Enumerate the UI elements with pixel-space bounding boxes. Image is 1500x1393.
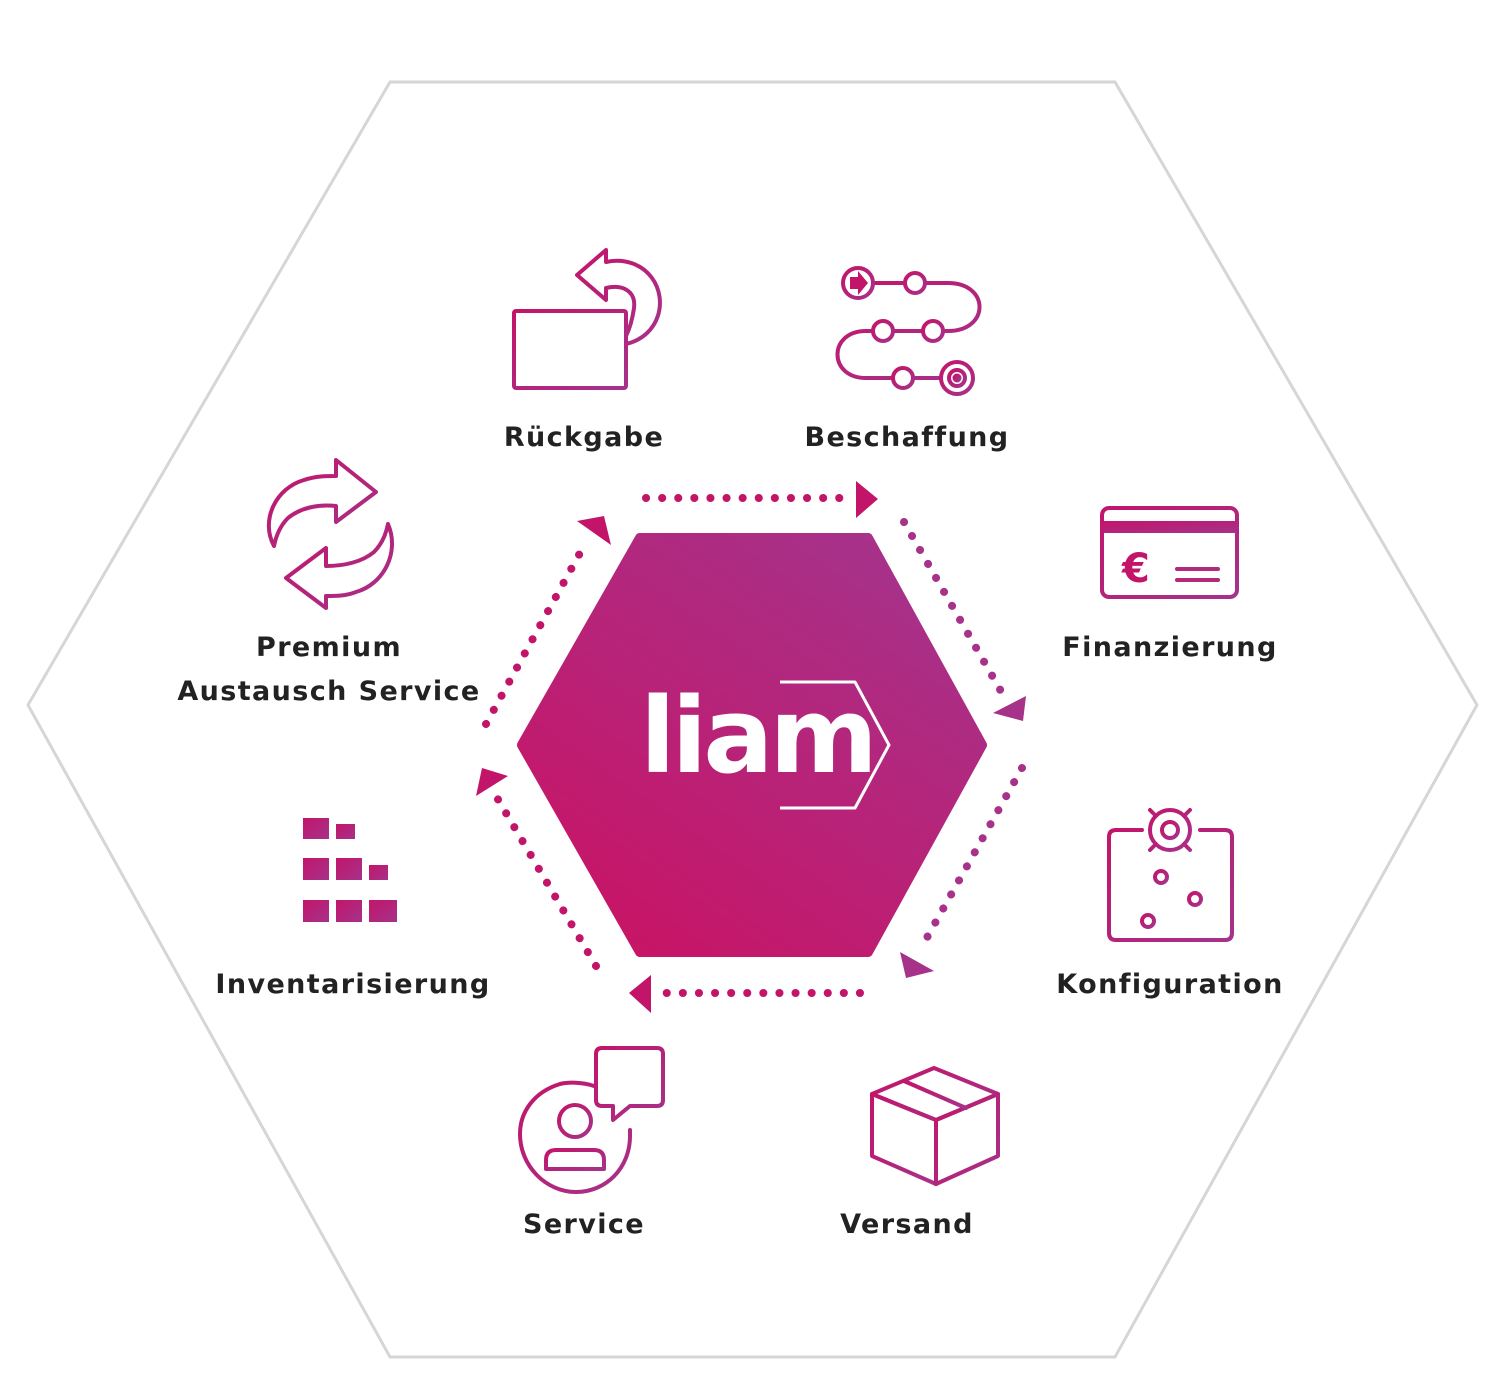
arrow-head-upper-left (577, 516, 611, 545)
arrow-heads (476, 481, 1026, 1013)
shipping-box-icon (800, 1066, 1000, 1186)
euro-card-icon: € (1100, 506, 1239, 599)
label-premium: Premium Austausch Service (177, 626, 480, 714)
label-versand-line: Versand (840, 1209, 974, 1240)
cycle-arrows (482, 494, 1026, 997)
label-finanzierung: Finanzierung (1062, 626, 1278, 670)
shelf-icon (286, 818, 414, 941)
label-rueckgabe-line: Rückgabe (503, 422, 665, 453)
arrow-head-top (856, 481, 878, 518)
liam-logo-text: liam (640, 675, 878, 797)
center-hexagon (517, 533, 987, 957)
process-start-arrow (850, 271, 868, 295)
label-konfiguration: Konfiguration (1056, 963, 1283, 1007)
label-versand: Versand (840, 1203, 974, 1247)
outer-hexagon (26, 80, 1479, 1359)
label-beschaffung-line: Beschaffung (804, 422, 1010, 453)
label-konfiguration-line: Konfiguration (1056, 969, 1284, 1000)
arrow-lower-left-line (492, 792, 600, 970)
logo-hexagon-outline (780, 680, 891, 810)
label-service: Service (523, 1203, 645, 1247)
user-chat-icon (518, 1046, 665, 1194)
label-inventarisierung: Inventarisierung (215, 963, 490, 1007)
swap-arrows-icon (267, 458, 394, 610)
label-beschaffung: Beschaffung (804, 416, 1009, 460)
arrow-head-upper-right (993, 696, 1026, 721)
label-premium-line-2: Austausch Service (177, 676, 481, 707)
label-premium-line-1: Premium (256, 632, 402, 663)
arrow-head-lower-left (476, 768, 508, 796)
arrow-lower-right-line (916, 764, 1026, 954)
gear-sliders-icon (1107, 800, 1234, 942)
arrow-head-bottom (629, 975, 651, 1013)
label-service-line: Service (522, 1209, 646, 1240)
label-finanzierung-line: Finanzierung (1062, 632, 1278, 663)
label-inventarisierung-line: Inventarisierung (215, 969, 491, 1000)
arrow-upper-left-line (482, 538, 590, 728)
svg-text:€: € (1121, 546, 1150, 592)
arrow-upper-right-line (900, 518, 1010, 704)
label-rueckgabe: Rückgabe (504, 416, 664, 460)
gear-teeth (1140, 800, 1200, 860)
return-box-icon (512, 248, 662, 390)
arrow-head-lower-right (900, 952, 934, 978)
process-path-icon (835, 266, 982, 396)
